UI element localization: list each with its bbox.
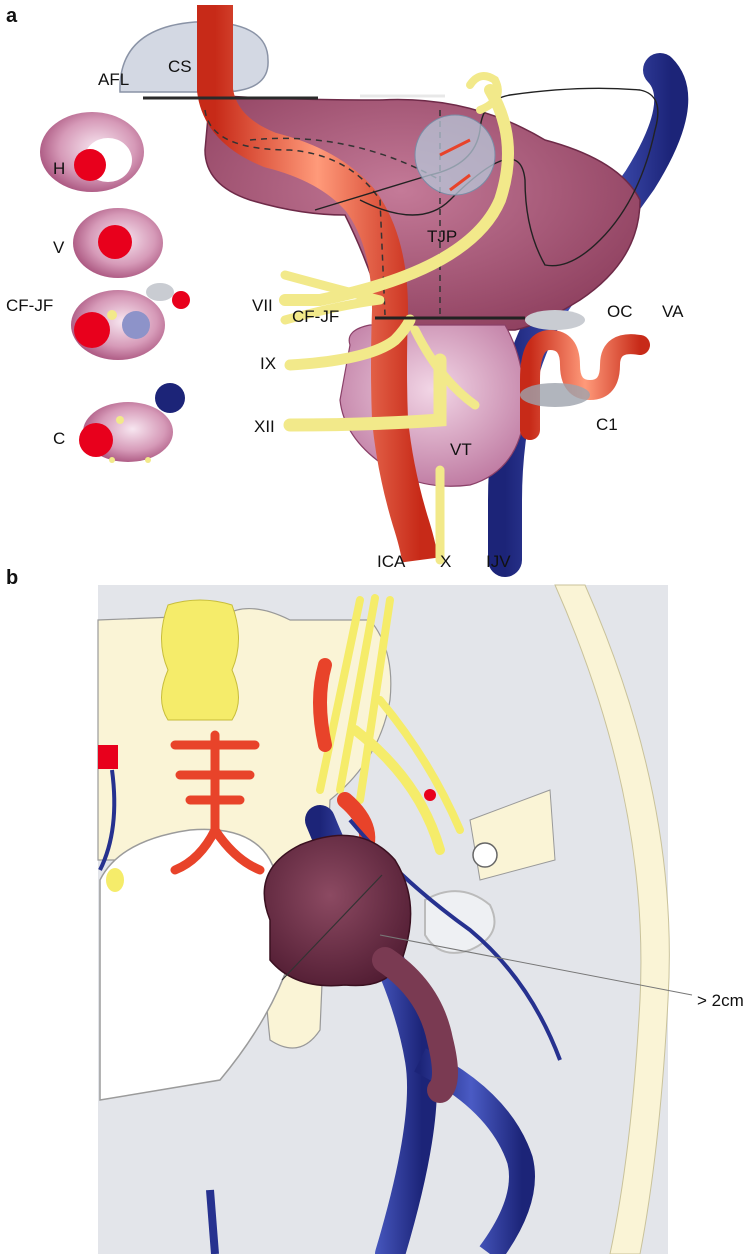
label-ijv: IJV xyxy=(486,553,511,570)
schematic-v xyxy=(73,208,163,278)
label-tjp: TJP xyxy=(427,228,457,245)
label-cf-jf-left: CF-JF xyxy=(6,297,53,314)
label-vt: VT xyxy=(450,441,472,458)
schematic-c xyxy=(79,383,185,463)
label-x: X xyxy=(440,553,451,570)
label-size: > 2cm xyxy=(697,992,744,1009)
label-xii: XII xyxy=(254,418,275,435)
label-oc: OC xyxy=(607,303,633,320)
vertebra-c1 xyxy=(162,600,239,720)
label-ix: IX xyxy=(260,355,276,372)
panel-a-drawing xyxy=(40,5,671,560)
panel-b-drawing xyxy=(98,585,692,1254)
label-ica: ICA xyxy=(377,553,405,570)
label-cs: CS xyxy=(168,58,192,75)
schematic-h xyxy=(40,112,144,192)
occipital-condyle xyxy=(525,310,585,330)
label-va: VA xyxy=(662,303,683,320)
panel-label-a: a xyxy=(6,6,17,26)
schematic-cf-jf xyxy=(71,283,190,360)
panel-label-b: b xyxy=(6,568,18,588)
label-h: H xyxy=(53,160,65,177)
label-c1: C1 xyxy=(596,416,618,433)
cavernous-sinus xyxy=(120,22,268,92)
label-c: C xyxy=(53,430,65,447)
label-cf-jf: CF-JF xyxy=(292,308,339,325)
label-afl: AFL xyxy=(98,71,129,88)
middle-ear-circle xyxy=(415,115,495,195)
label-vii: VII xyxy=(252,297,273,314)
label-v: V xyxy=(53,239,64,256)
